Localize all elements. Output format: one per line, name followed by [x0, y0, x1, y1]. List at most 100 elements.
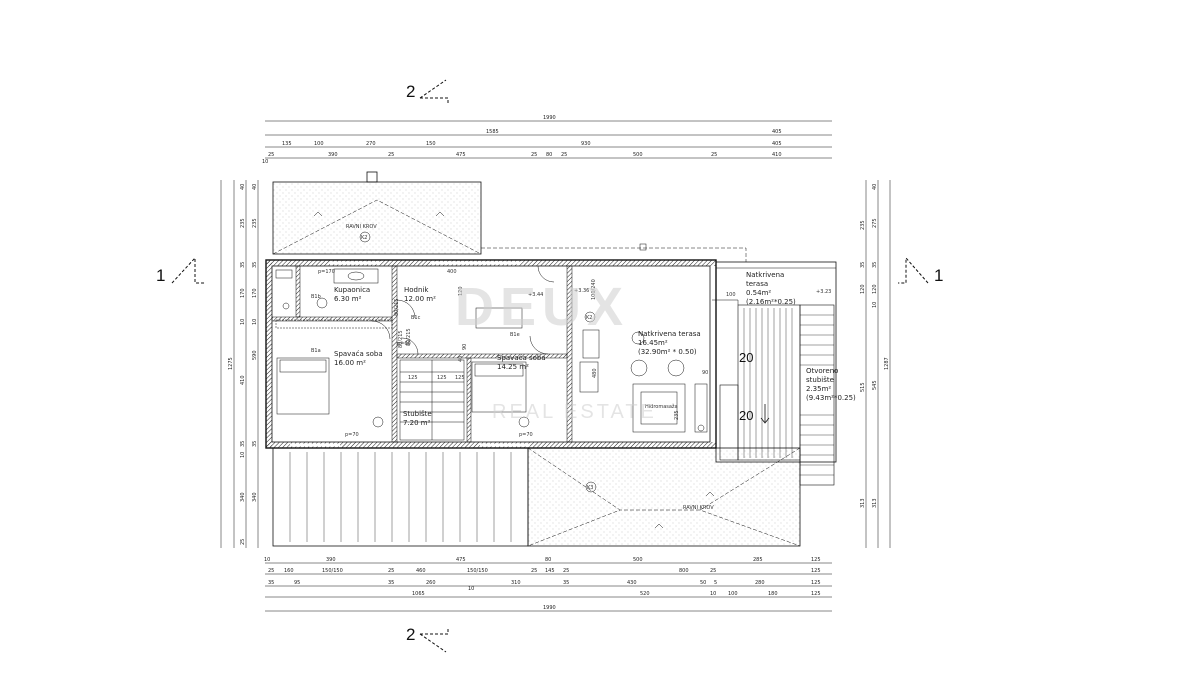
dim-left-inner-2: 35: [252, 262, 258, 268]
section-label-bottom: 2: [406, 625, 415, 644]
dim-bottom-r3-5: 35: [563, 580, 569, 586]
dim-bottom-r2-5: 150/150: [467, 568, 488, 574]
idim-6: 40: [458, 356, 464, 362]
dim-right-mid-0: 40: [872, 184, 878, 190]
idim-15: 480: [592, 368, 598, 378]
dim-left-mid-7: 10: [240, 452, 246, 458]
dim-bottom-r3-0: 35: [268, 580, 274, 586]
roof-bottom: K3 RAVNI KROV: [272, 447, 801, 547]
dim-top-r2-0: 1585: [486, 129, 499, 135]
section-marker-right: 1: [898, 256, 943, 285]
dim-right-mid-1: 275: [872, 218, 878, 228]
dim-top-r3-1: 100: [314, 141, 324, 147]
room-terasa-name: Natkrivena terasa: [638, 330, 701, 338]
room-spavaca2-area: 14.25 m²: [497, 363, 529, 371]
dim-top-r3-5: 405: [772, 141, 782, 147]
idim-22: 100: [726, 292, 736, 298]
dim-top-r3-0: 135: [282, 141, 292, 147]
dim-bottom-r4-5: 125: [811, 591, 821, 597]
idim-19: p=70: [519, 432, 533, 438]
top-dimension-text: 1990 1585 405 135 100 270 150 930 405 25…: [262, 115, 782, 165]
dim-right-mid-6: 313: [872, 498, 878, 508]
dim-right-mid-3: 120: [872, 284, 878, 294]
dim-bottom-r4-2: 10: [710, 591, 716, 597]
room-hidro-name: Hidromasaža: [645, 403, 678, 410]
idim-8: 125: [455, 375, 465, 381]
dim-right-mid-2: 35: [872, 262, 878, 268]
room-labels: Kupaonica 6.30 m² B1b Hodnik 12.00 m² B1…: [311, 271, 856, 427]
dim-top-r4-9: 410: [772, 152, 782, 158]
dim-left-mid-0: 40: [240, 184, 246, 190]
dim-top-r4-7: 500: [633, 152, 643, 158]
room-terasa-code: K2: [586, 315, 592, 321]
dim-right-inner-2: 120: [860, 284, 866, 294]
building-walls: [265, 259, 717, 449]
dim-bottom-r1-3: 80: [545, 557, 551, 563]
stair-mark-1: 20: [739, 350, 753, 365]
dim-top-r2-1: 405: [772, 129, 782, 135]
dim-bottom-r2-0: 25: [268, 568, 274, 574]
room-kupaonica-name: Kupaonica: [334, 286, 370, 294]
dim-bottom-r1-1: 390: [326, 557, 336, 563]
room-spavaca1-code: B1a: [311, 348, 321, 354]
dim-bottom-r2-2: 150/150: [322, 568, 343, 574]
idim-4: 80/215: [406, 328, 412, 346]
watermark-logo: DEUX: [455, 277, 629, 337]
dim-right-inner-3: 515: [860, 382, 866, 392]
room-hodnik-name: Hodnik: [404, 286, 429, 294]
idim-16: 90: [702, 370, 708, 376]
dim-top-r4-4: 25: [531, 152, 537, 158]
dim-left-mid-1: 235: [240, 218, 246, 228]
dim-bottom-r2-3: 25: [388, 568, 394, 574]
furniture: [275, 268, 708, 433]
idim-2: 400: [447, 269, 457, 275]
top-dimensions: [265, 120, 832, 159]
dim-top-r3-4: 930: [581, 141, 591, 147]
room-spavaca2-name: Spavaća soba: [497, 354, 546, 362]
dim-top-r3-2: 270: [366, 141, 376, 147]
idim-11: 100/240: [591, 279, 597, 300]
dim-left-outer: 1275: [228, 357, 234, 370]
watermark-sub: REAL ESTATE: [492, 401, 657, 423]
room-terasa-small-name2: terasa: [746, 280, 768, 288]
dim-left-inner-0: 40: [252, 184, 258, 190]
dim-left-inner-6: 35: [252, 441, 258, 447]
dim-bottom-r1-6: 125: [811, 557, 821, 563]
section-label-right: 1: [934, 266, 943, 285]
dim-left-inner-7: 340: [252, 492, 258, 502]
dim-left-mid-8: 340: [240, 492, 246, 502]
dim-bottom-r2-11: 125: [811, 568, 821, 574]
roof-top-code: K2: [361, 235, 367, 241]
room-terasa-small-area: 0.54m²: [746, 289, 771, 297]
dim-top-r3-3: 150: [426, 141, 436, 147]
watermark: DEUX REAL ESTATE: [455, 277, 657, 423]
idim-5: 125: [408, 375, 418, 381]
idim-9: 120: [458, 286, 464, 296]
section-label-top: 2: [406, 82, 415, 101]
room-stubiste-name: Stubište: [403, 410, 432, 418]
dim-right-inner-1: 35: [860, 262, 866, 268]
dim-top-r4-5: 80: [546, 152, 552, 158]
dim-top-r4b-0: 10: [262, 159, 268, 165]
dim-bottom-r3-9: 280: [755, 580, 765, 586]
section-label-left: 1: [156, 266, 165, 285]
idim-14: +3.23: [816, 289, 831, 295]
section-marker-left: 1: [156, 256, 205, 285]
section-marker-bottom: 2: [406, 625, 449, 653]
dim-left-mid-6: 35: [240, 441, 246, 447]
room-hodnik-area: 12.00 m²: [404, 295, 436, 303]
idim-18: p=70: [345, 432, 359, 438]
dim-left-mid-5: 410: [240, 375, 246, 385]
dim-left-inner-1: 235: [252, 218, 258, 228]
idim-1: 80/215: [394, 298, 400, 316]
idim-12: +3.44: [528, 292, 543, 298]
roof-top-label: RAVNI KROV: [346, 224, 377, 230]
room-terasa-small-name1: Natkrivena: [746, 271, 784, 279]
room-spavaca1-name: Spavaća soba: [334, 350, 383, 358]
dim-left-mid-3: 170: [240, 288, 246, 298]
dim-bottom-r1-4: 500: [633, 557, 643, 563]
bottom-dimensions: [265, 562, 832, 612]
interior-stairs: [399, 359, 465, 441]
dim-bottom-r2-1: 160: [284, 568, 294, 574]
